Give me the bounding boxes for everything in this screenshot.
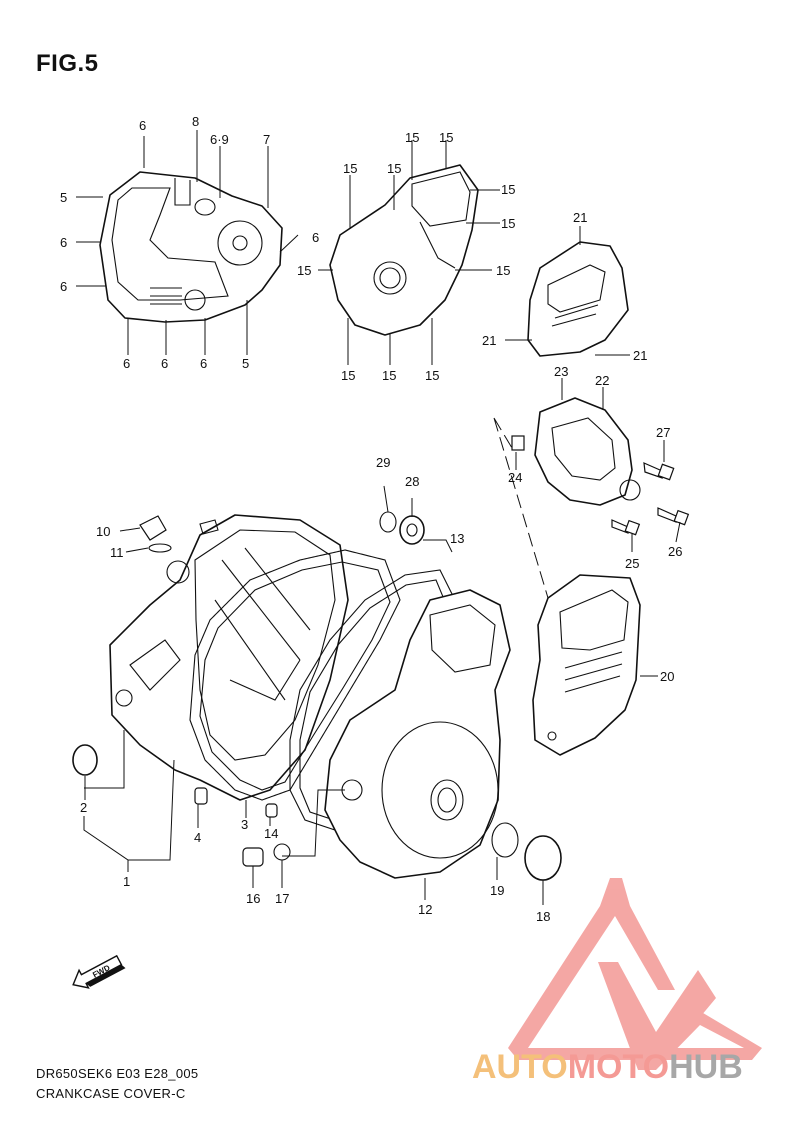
callout-15: 15 [496, 263, 510, 278]
callout-6: 6 [200, 356, 207, 371]
sprocket-guard [532, 574, 641, 756]
callout-15: 15 [387, 161, 401, 176]
callout-13: 13 [450, 531, 464, 546]
callout-4: 4 [194, 830, 201, 845]
callout-12: 12 [418, 902, 432, 917]
crankcase [109, 514, 349, 801]
callout-6: 6 [60, 279, 67, 294]
footer-model-code: DR650SEK6 E03 E28_005 [36, 1066, 199, 1081]
sprocket-cover [527, 241, 629, 357]
callout-20: 20 [660, 669, 674, 684]
callout-10: 10 [96, 524, 110, 539]
callout-6: 6 [123, 356, 130, 371]
callout-5: 5 [60, 190, 67, 205]
callout-19: 19 [490, 883, 504, 898]
callout-22: 22 [595, 373, 609, 388]
callout-15: 15 [405, 130, 419, 145]
callout-6-9: 6·9 [210, 132, 229, 147]
watermark-logo [508, 878, 762, 1070]
callout-23: 23 [554, 364, 568, 379]
callout-17: 17 [275, 891, 289, 906]
clutch-release-cover [511, 397, 641, 506]
generator-cover [324, 589, 511, 879]
callout-labels: 6 8 6·9 7 5 6 6 6 6 6 6 5 15 15 15 15 15… [60, 114, 682, 924]
watermark-text: AUTOMOTOHUB [472, 1048, 743, 1087]
callout-15: 15 [501, 216, 515, 231]
watermark-auto: AUTO [472, 1048, 568, 1086]
callout-15: 15 [297, 263, 311, 278]
callout-21: 21 [482, 333, 496, 348]
callout-6: 6 [60, 235, 67, 250]
magneto-cover [329, 164, 479, 336]
callout-15: 15 [382, 368, 396, 383]
callout-27: 27 [656, 425, 670, 440]
callout-14: 14 [264, 826, 278, 841]
callout-11: 11 [110, 545, 124, 560]
watermark-hub: HUB [669, 1048, 743, 1086]
callout-2: 2 [80, 800, 87, 815]
callout-8: 8 [192, 114, 199, 129]
forward-direction-arrow: FWD [72, 954, 126, 989]
callout-26: 26 [668, 544, 682, 559]
callout-21: 21 [573, 210, 587, 225]
footer-diagram-name: CRANKCASE COVER-C [36, 1086, 186, 1101]
callout-28: 28 [405, 474, 419, 489]
bolts-25-26-27 [611, 462, 690, 536]
callout-16: 16 [246, 891, 260, 906]
callout-15: 15 [425, 368, 439, 383]
callout-15: 15 [439, 130, 453, 145]
callout-15: 15 [501, 182, 515, 197]
callout-3: 3 [241, 817, 248, 832]
callout-6: 6 [312, 230, 319, 245]
callout-5: 5 [242, 356, 249, 371]
crankcase-cover-gasket [189, 549, 401, 801]
callout-6: 6 [139, 118, 146, 133]
figure-title: FIG.5 [36, 50, 99, 77]
watermark-moto: MOTO [567, 1048, 670, 1086]
clutch-cover [99, 171, 283, 323]
callout-25: 25 [625, 556, 639, 571]
leader-lines [76, 130, 681, 905]
callout-21: 21 [633, 348, 647, 363]
callout-15: 15 [343, 161, 357, 176]
callout-1: 1 [123, 874, 130, 889]
callout-6: 6 [161, 356, 168, 371]
callout-24: 24 [508, 470, 522, 485]
callout-7: 7 [263, 132, 270, 147]
callout-15: 15 [341, 368, 355, 383]
callout-29: 29 [376, 455, 390, 470]
callout-18: 18 [536, 909, 550, 924]
